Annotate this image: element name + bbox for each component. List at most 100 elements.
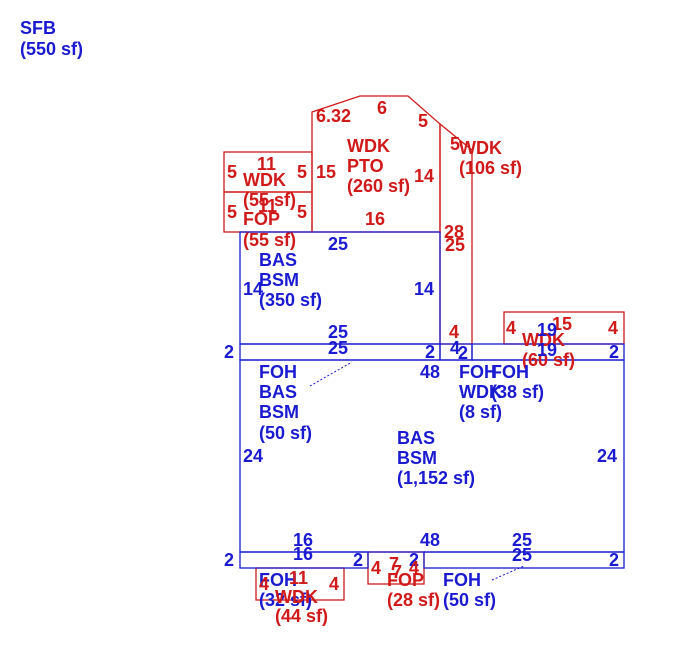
dim-label: 25 [328,338,348,358]
label-wdk-small: WDK (55 sf) [243,170,296,210]
dim-label: 4 [329,574,339,594]
dim-label: 11 [258,196,277,216]
dim-label: 15 [552,314,572,334]
label-fop-top: FOP (55 sf) [243,209,296,250]
dim-label: 6.32 [316,106,351,126]
wdk-mid-code: WDK [522,330,565,350]
label-foh-wdk: FOH WDK (8 sf) [459,362,502,422]
wdk-pto-code2: PTO [347,156,384,176]
bas-main-code2: BSM [397,448,437,468]
dim-label: 2 [609,550,619,570]
dim-label: 5 [450,134,460,154]
label-foh-mid: FOH (38 sf) [491,362,544,402]
wdk-mid-area: (60 sf) [522,350,575,370]
foh-mid-code: FOH [491,362,529,382]
dim-label: 5 [418,111,428,131]
leader-foh-br [491,565,525,581]
dim-label: 25 [445,235,465,255]
label-wdk-pto: WDK PTO (260 sf) [347,136,410,196]
dim-label: 2 [609,342,619,362]
foh-br-area: (50 sf) [443,590,496,610]
label-foh-br: FOH (50 sf) [443,570,496,610]
fop-bottom-code: FOP [387,570,424,590]
dim-label: 2 [224,342,234,362]
wdk-right-area: (106 sf) [459,158,522,178]
dim-label: 5 [297,162,307,182]
dim-label: 14 [414,279,434,299]
dim-label: 2 [425,342,435,362]
wdk-pto-code1: WDK [347,136,390,156]
label-wdk-bl: WDK (44 sf) [275,587,328,626]
foh-bottom-left [239,551,369,569]
dim-label: 16 [365,209,385,229]
dim-label: 5 [227,162,237,182]
dim-label: 25 [328,234,348,254]
dim-label: 14 [243,279,263,299]
bas-upper-code2: BSM [259,270,299,290]
dim-label: 7 [389,554,399,574]
foh-wdk-code1: FOH [459,362,497,382]
bas-main-area: (1,152 sf) [397,468,475,488]
foh-bottom-right [423,551,625,569]
foh-bl-area: (32 sf) [259,590,312,610]
wdk-bl-code: WDK [275,587,318,607]
dim-label: 4 [449,322,459,342]
dim-label: 11 [289,568,308,588]
label-foh-left: FOH BAS BSM (50 sf) [259,362,312,443]
foh-left-code2: BAS [259,382,297,402]
dim-label: 2 [458,343,468,363]
dim-label: 16 [293,544,313,564]
leader-foh-left [309,361,353,387]
dim-label: 25 [328,322,348,342]
dim-label: 4 [409,558,419,578]
wdk-small-code: WDK [243,170,286,190]
dim-label: 14 [414,166,434,186]
dim-label: 28 [444,222,464,242]
foh-wdk-area: (8 sf) [459,402,502,422]
dim-label: 24 [597,446,617,466]
label-foh-bl: FOH (32 sf) [259,570,312,610]
label-wdk-right: WDK (106 sf) [459,138,522,178]
dim-label: 48 [420,530,440,550]
wdk-pto-area: (260 sf) [347,176,410,196]
dim-label: 4 [371,558,381,578]
foh-br-code: FOH [443,570,481,590]
dim-label: 4 [450,338,460,358]
label-bas-main: BAS BSM (1,152 sf) [397,428,475,488]
foh-left-code1: FOH [259,362,297,382]
fop-top-area: (55 sf) [243,230,296,250]
label-wdk-mid: WDK (60 sf) [522,330,575,370]
fop-top-code: FOP [243,209,280,229]
bas-main-code1: BAS [397,428,435,448]
dim-label: 2 [409,550,419,570]
label-bas-upper: BAS BSM (350 sf) [259,250,322,310]
fop-bottom-area: (28 sf) [387,590,440,610]
dim-label: 19 [537,320,557,340]
dim-label: 5 [227,202,237,222]
dim-label: 6 [377,98,387,118]
dim-label: 11 [257,154,276,174]
wdk-right-code: WDK [459,138,502,158]
dim-label: 4 [259,574,269,594]
dim-label: 5 [297,202,307,222]
foh-left-area: (50 sf) [259,423,312,443]
dim-label: 2 [224,550,234,570]
dim-label: 25 [512,545,532,565]
dim-label: 48 [420,362,440,382]
foh-mid-area: (38 sf) [491,382,544,402]
label-fop-bottom: FOP (28 sf) [387,570,440,610]
dim-label: 4 [608,318,618,338]
sfb-code: SFB [20,18,56,38]
dim-label: 25 [512,530,532,550]
dim-label: 16 [293,530,313,550]
dim-label: 7 [392,562,402,582]
dim-label: 19 [537,340,557,360]
foh-left-code3: BSM [259,402,299,422]
wdk-bl-area: (44 sf) [275,606,328,626]
bas-upper-code1: BAS [259,250,297,270]
bas-upper-area: (350 sf) [259,290,322,310]
foh-bl-code: FOH [259,570,297,590]
sfb-area: (550 sf) [20,39,83,59]
dim-label: 4 [506,318,516,338]
